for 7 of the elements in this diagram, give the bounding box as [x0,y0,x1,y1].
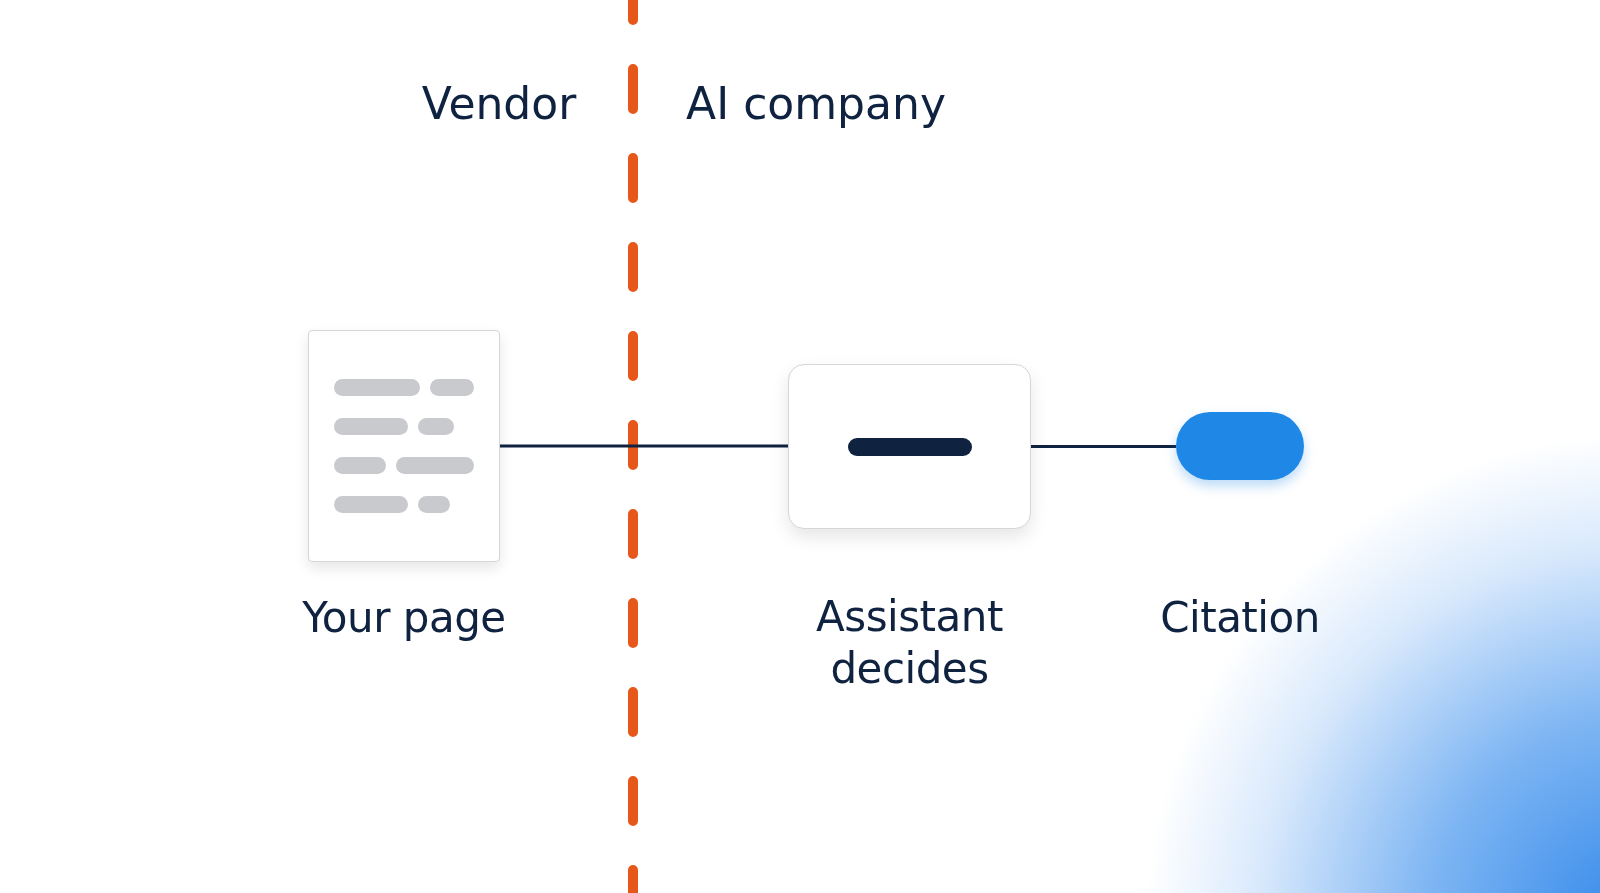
lane-label: Vendor [421,78,577,129]
node-caption: Citation [1160,592,1320,644]
lane-label: AI company [686,78,946,129]
node-caption: Assistant decides [815,591,1004,695]
connector-line [500,444,788,448]
node-caption: Your page [302,592,506,644]
connector-line [1031,445,1176,448]
